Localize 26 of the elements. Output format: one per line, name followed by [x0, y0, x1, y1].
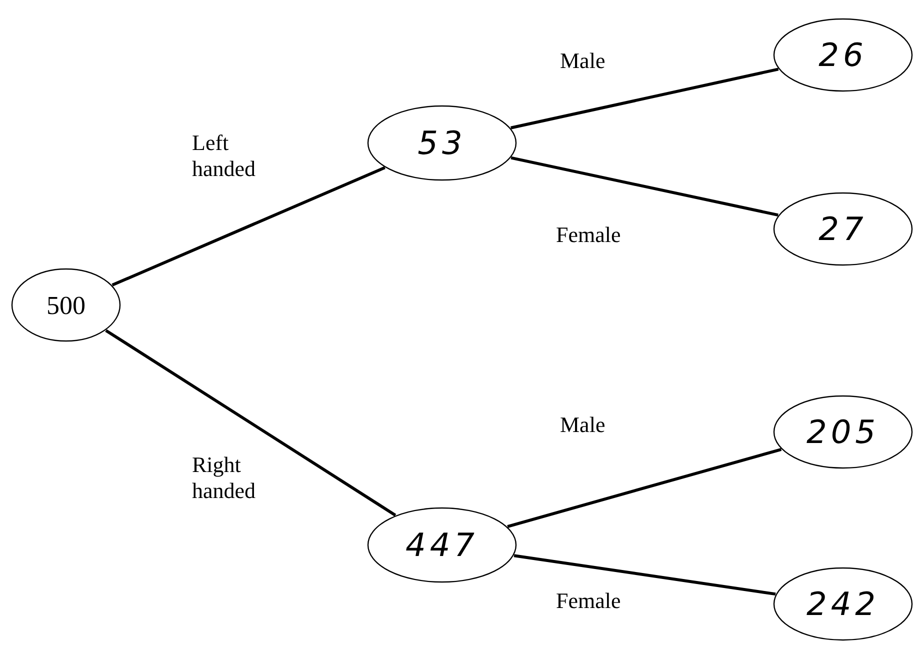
- node-value: 205: [806, 412, 880, 453]
- edge-label: Female: [556, 222, 622, 248]
- edge-label: Left handed: [192, 130, 257, 182]
- connector-line: [514, 554, 776, 596]
- connector-line: [510, 156, 778, 217]
- node-value: 26: [818, 35, 868, 76]
- ellipse-node: [367, 105, 517, 181]
- ellipse-node: [773, 567, 913, 641]
- node-value: 447: [405, 525, 479, 566]
- ellipse-node: [773, 192, 913, 266]
- node-value: 500: [46, 290, 86, 322]
- node-value: 27: [818, 209, 868, 250]
- connector-line: [510, 68, 779, 130]
- ellipse-node: [773, 18, 913, 92]
- connector-line: [105, 329, 396, 516]
- edge-label: Male: [560, 48, 606, 74]
- edge-label: Female: [556, 588, 622, 614]
- node-value: 53: [418, 123, 466, 164]
- edge-label: Right handed: [192, 452, 257, 504]
- node-value: 242: [806, 584, 880, 625]
- ellipse-node: [367, 507, 517, 583]
- connector-line: [112, 166, 386, 286]
- ellipse-node: [11, 268, 121, 342]
- ellipse-node: [773, 395, 913, 469]
- edge-label: Male: [560, 412, 606, 438]
- connector-line: [507, 448, 782, 528]
